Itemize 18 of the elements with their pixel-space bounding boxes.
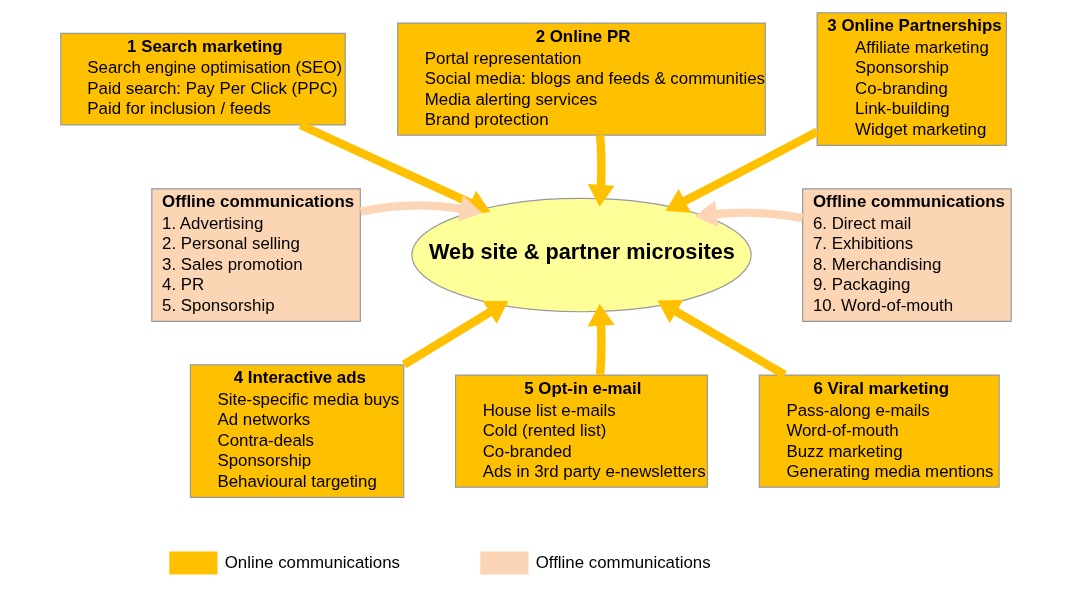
node-box: 1 Search marketing Search engine optimisation (SEO) Paid search: Pay Per Click (PPC) Paid for inclusion / feeds [60,32,346,126]
arrow [587,303,615,376]
arrow [665,127,820,213]
node-box: Offline communications 6. Direct mail 7. Exhibitions 8. Merchandising 9. Packaging 10. Word-of-mouth [802,188,1012,322]
legend-label: Offline communications [535,552,711,572]
arrow [298,121,491,216]
arrow [359,195,483,222]
node-box: 3 Online Partnerships Affiliate marketing Sponsorship Co-branding Link-building Widget marketing [816,12,1007,147]
node-box: 6 Viral marketing Pass-along e-mails Word-of-mouth Buzz marketing Generating media mentions [758,374,1000,488]
arrow [401,300,509,369]
node-box: 2 Online PR Portal representation Social media: blogs and feeds & communities Media alerting services Brand protection [397,22,766,136]
legend-label: Online communications [224,552,400,572]
node-box: Offline communications 1. Advertising 2. Personal selling 3. Sales promotion 4. PR 5. Sponsorship [151,188,361,322]
arrow [657,300,787,379]
arrow [587,134,615,207]
node-box: 5 Opt-in e-mail House list e-mails Cold (rented list) Co-branded Ads in 3rd party e-newsletters [454,374,709,488]
arrow [694,200,804,228]
node-box: 4 Interactive ads Site-specific media buys Ad networks Contra-deals Sponsorship Behavioural targeting [189,364,405,498]
